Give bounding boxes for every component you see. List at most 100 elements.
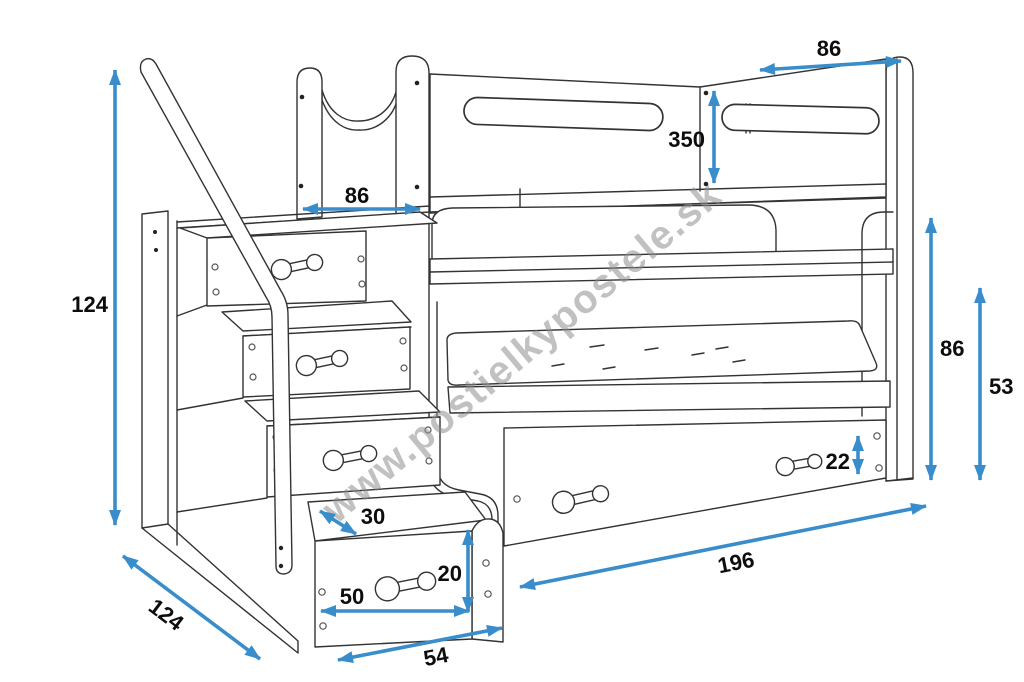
dimension-label: 350 bbox=[668, 127, 705, 152]
stair-step-2 bbox=[244, 390, 441, 498]
mattress bbox=[446, 320, 878, 386]
handle-ring bbox=[305, 253, 324, 272]
dimension-annotations: 86 350 86 124 124 30 20 50 bbox=[71, 36, 1013, 671]
dimension-bed-drawer-height: 22 bbox=[826, 435, 864, 475]
step-tread bbox=[221, 300, 412, 332]
bolt bbox=[703, 90, 709, 96]
handrail-tube bbox=[139, 57, 293, 575]
dimension-entry-opening-width: 86 bbox=[302, 183, 421, 215]
dimension-end-board-width-top: 86 bbox=[759, 36, 902, 76]
bolt-ring bbox=[358, 280, 366, 288]
stair-unit bbox=[141, 205, 504, 654]
dimension-label: 30 bbox=[361, 504, 385, 529]
handle-ring bbox=[330, 349, 349, 368]
bolt-ring bbox=[357, 255, 365, 263]
bolt-ring bbox=[424, 426, 432, 434]
bolt-ring bbox=[319, 622, 327, 630]
dimension-arrow bbox=[519, 503, 927, 590]
bolt bbox=[278, 563, 284, 569]
handle-ring bbox=[322, 449, 345, 472]
handle-ring bbox=[359, 444, 378, 463]
bolt-ring bbox=[399, 337, 407, 345]
step-drawer-handle bbox=[295, 349, 349, 377]
bolt-ring bbox=[212, 288, 220, 296]
dimension-step-riser-height: 20 bbox=[438, 529, 474, 613]
bolt bbox=[278, 545, 284, 551]
step-drawer-handle bbox=[270, 253, 324, 281]
bed-front-board bbox=[447, 380, 891, 414]
bed-drawer-handle-right bbox=[775, 453, 823, 477]
handle-ring bbox=[591, 485, 610, 503]
dimension-label: 86 bbox=[817, 36, 841, 61]
dimension-arrow bbox=[121, 554, 262, 661]
dimension-arrow bbox=[337, 624, 503, 664]
dimension-label: 86 bbox=[345, 183, 369, 208]
bolt bbox=[154, 248, 158, 252]
bolt-ring bbox=[318, 588, 326, 596]
dimension-label: 124 bbox=[71, 292, 108, 317]
stair-side-joint bbox=[176, 304, 268, 513]
bolt-ring bbox=[482, 559, 490, 567]
bed-shelf-edge bbox=[429, 261, 894, 273]
dimension-step-depth: 30 bbox=[319, 504, 385, 536]
step-drawer-handle bbox=[322, 444, 378, 472]
bolt bbox=[414, 80, 420, 86]
left-post bbox=[296, 67, 323, 220]
stair-left-wall bbox=[141, 210, 169, 529]
handle-ring bbox=[775, 456, 795, 477]
stair-step-4 bbox=[179, 211, 438, 307]
dimension-label: 86 bbox=[940, 336, 964, 361]
upper-rail-face bbox=[429, 58, 887, 214]
dimension-bottom-step-width: 54 bbox=[337, 624, 503, 671]
bolt bbox=[703, 181, 709, 187]
dimension-overall-depth: 124 bbox=[121, 554, 262, 661]
dimension-label: 54 bbox=[422, 642, 452, 671]
bolt-ring bbox=[400, 364, 408, 372]
dimension-label: 50 bbox=[340, 584, 364, 609]
dimension-arrow bbox=[759, 55, 902, 76]
saddle-panel bbox=[321, 89, 398, 131]
dimension-label: 20 bbox=[438, 561, 462, 586]
dimension-headrail-height: 350 bbox=[668, 90, 720, 184]
right-post bbox=[395, 55, 430, 222]
bolt-ring bbox=[875, 464, 883, 472]
step-drawer-handle bbox=[374, 571, 437, 602]
bolt-ring bbox=[211, 263, 219, 271]
right-end-panel-bottom bbox=[885, 477, 914, 482]
bolt-ring bbox=[873, 432, 881, 440]
bolt-ring bbox=[513, 495, 521, 503]
handhold-slot-right bbox=[721, 103, 880, 135]
step-side-panel bbox=[471, 518, 504, 643]
bolt bbox=[298, 183, 304, 189]
bed-line-art bbox=[139, 55, 914, 654]
dimension-arrow bbox=[319, 509, 357, 536]
dimension-label: 196 bbox=[715, 547, 756, 579]
handhold-slot-left bbox=[463, 96, 664, 132]
bolt bbox=[153, 230, 157, 234]
handle-ring bbox=[807, 453, 823, 470]
upper-guard-rail bbox=[429, 58, 887, 214]
bolt-ring bbox=[484, 590, 492, 598]
mattress-tufts bbox=[551, 344, 746, 370]
bolt-ring bbox=[425, 457, 433, 465]
entry-guard bbox=[296, 55, 430, 222]
handrail bbox=[139, 57, 293, 575]
armrest-curve bbox=[861, 211, 894, 417]
bolt bbox=[299, 94, 305, 100]
bolt-ring bbox=[249, 373, 257, 381]
stair-step-3 bbox=[221, 300, 412, 398]
handle-ring bbox=[295, 354, 318, 377]
dimension-lower-bed-height: 53 bbox=[974, 287, 1013, 481]
handle-ring bbox=[416, 571, 437, 591]
dimension-side-panel-height: 86 bbox=[925, 217, 964, 481]
bolt bbox=[414, 184, 420, 190]
dimension-step-drawer-front-width: 50 bbox=[320, 584, 470, 617]
dimension-label: 53 bbox=[989, 374, 1013, 399]
step-tread bbox=[244, 390, 441, 422]
handle-ring bbox=[270, 258, 293, 281]
handle-ring bbox=[374, 576, 401, 602]
bolster-cushion bbox=[431, 204, 777, 261]
dimension-bed-length: 196 bbox=[519, 503, 927, 590]
